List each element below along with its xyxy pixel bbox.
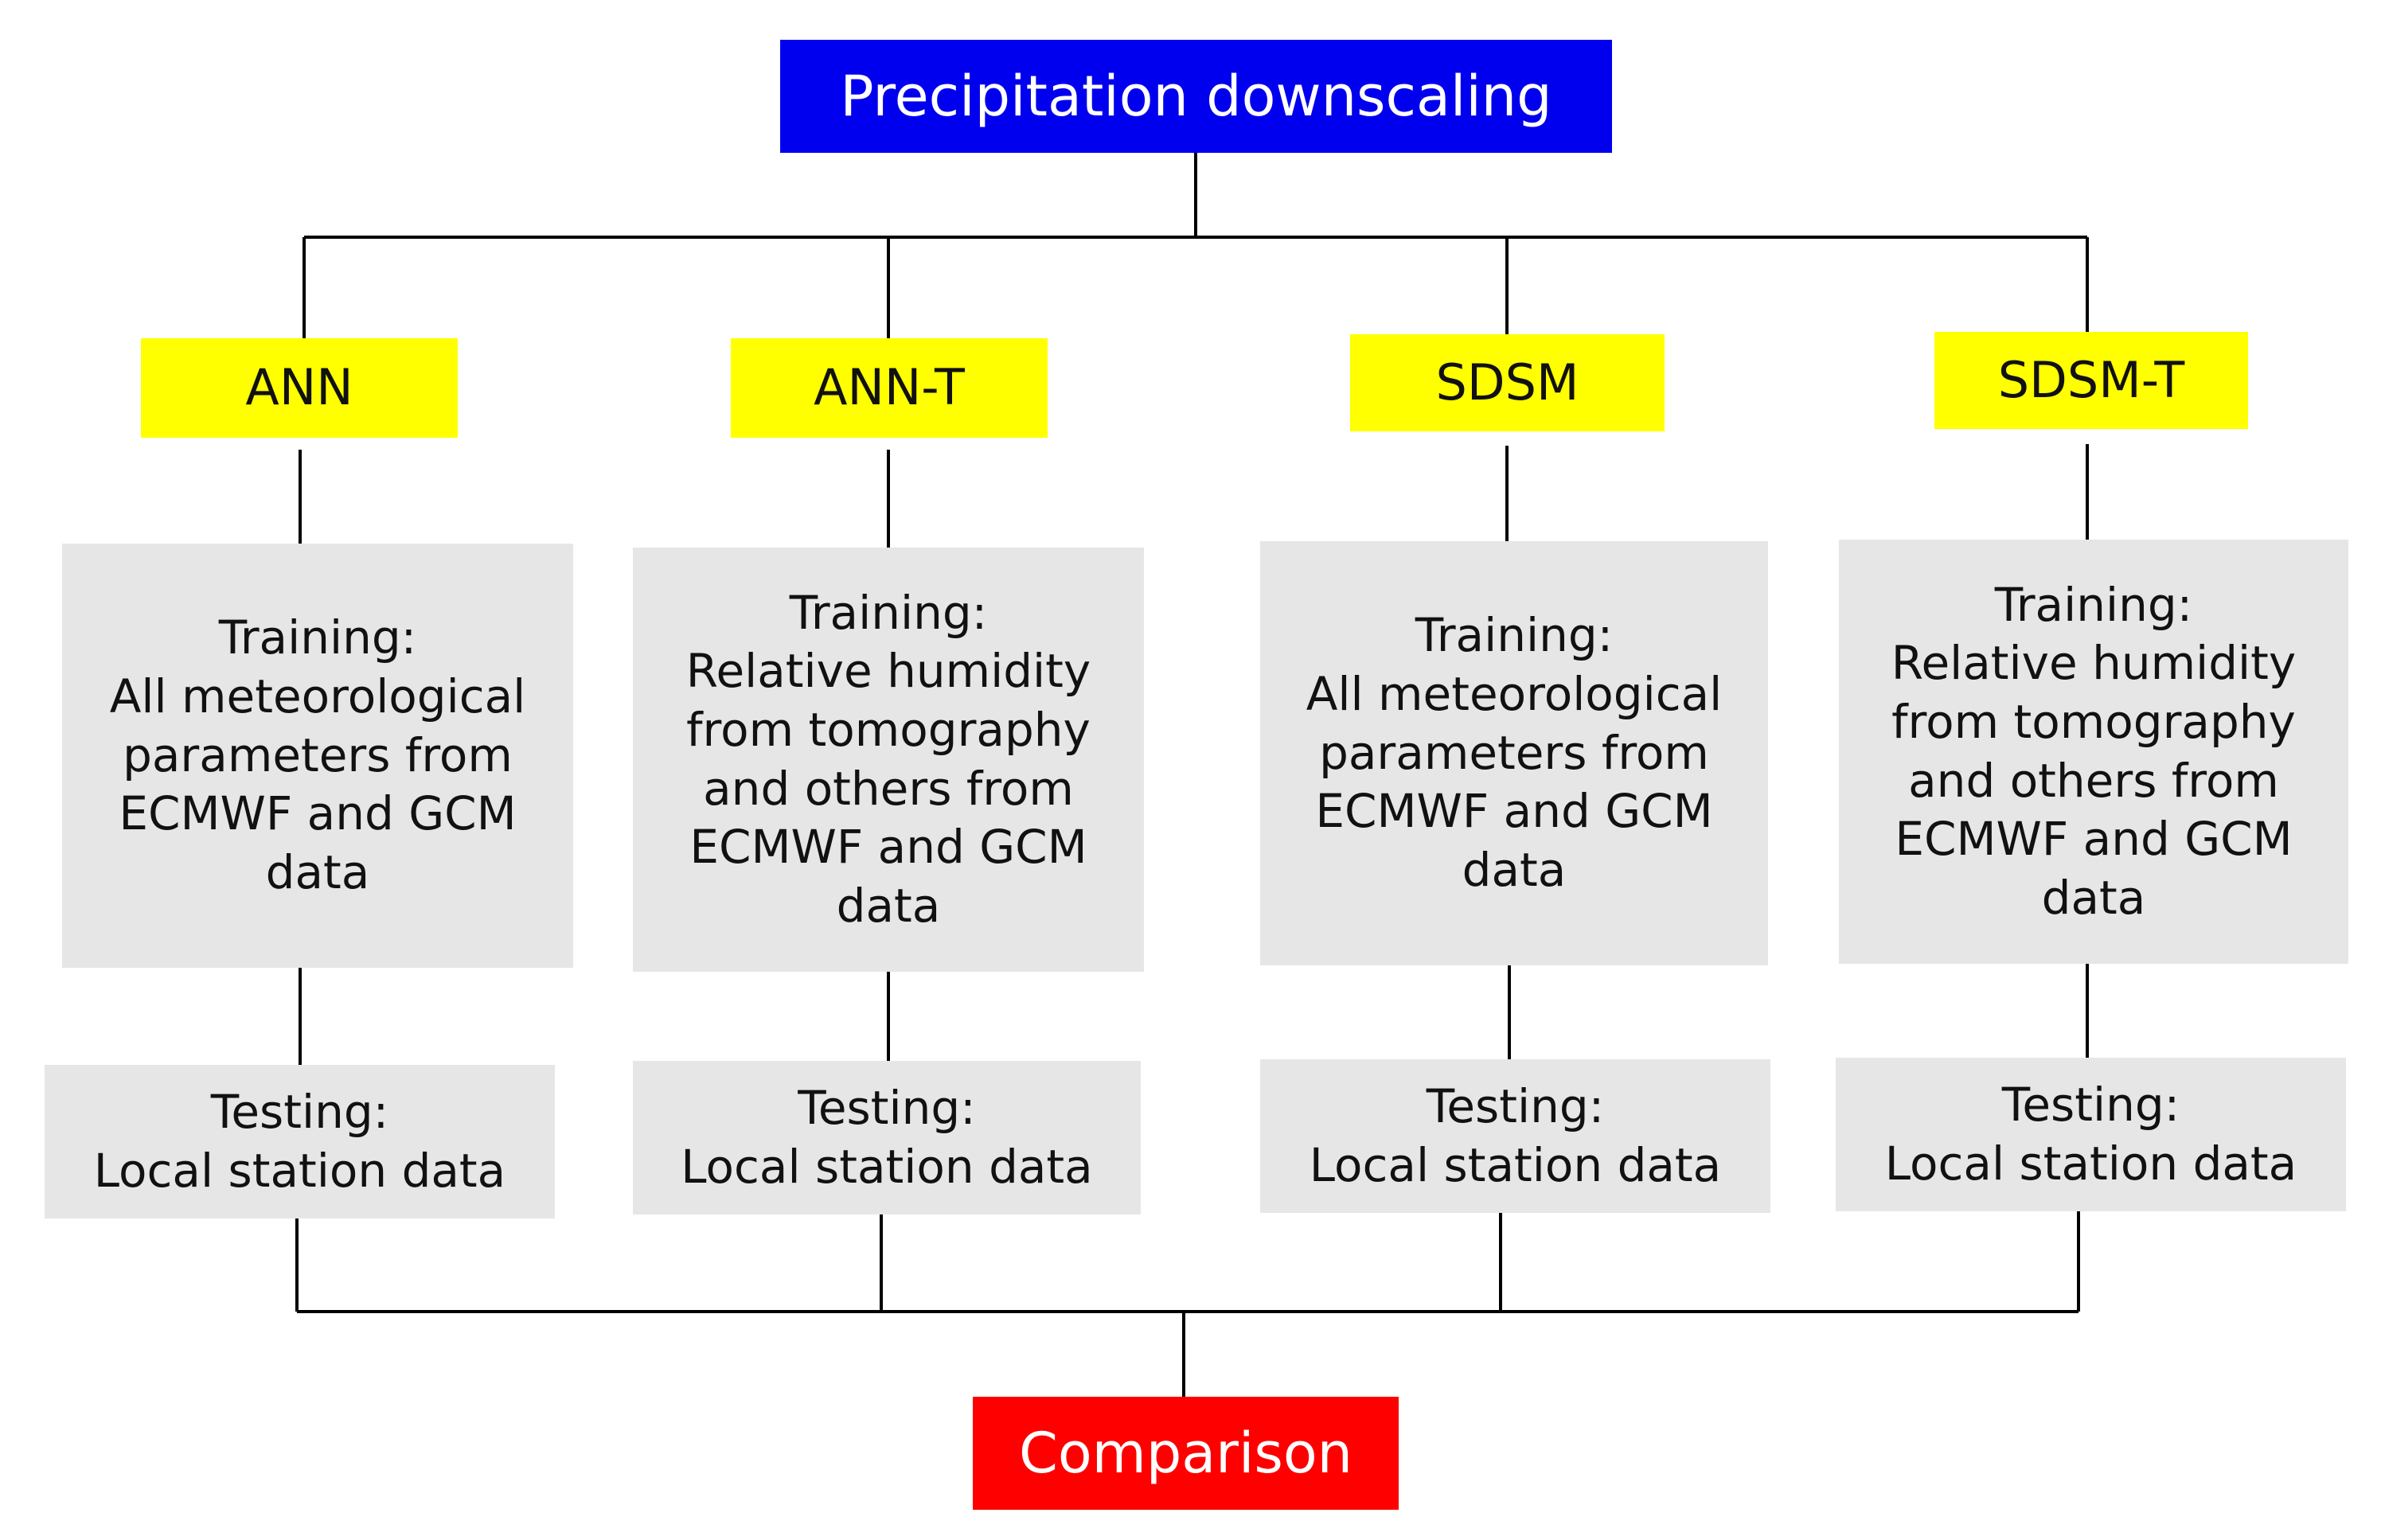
method-node-ann: ANN <box>141 338 458 438</box>
training-line: ECMWF and GCM <box>1895 812 2293 867</box>
testing-line: Testing: <box>798 1080 976 1135</box>
result-node: Comparison <box>973 1397 1399 1510</box>
training-line: from tomography <box>686 702 1091 757</box>
training-node-ann: Training: All meteorological parameters … <box>62 544 573 968</box>
root-node: Precipitation downscaling <box>780 40 1612 153</box>
result-label: Comparison <box>1018 1420 1353 1486</box>
training-node-ann-t: Training: Relative humidity from tomogra… <box>633 548 1144 972</box>
method-node-sdsm-t: SDSM-T <box>1934 332 2248 429</box>
training-line: data <box>265 844 370 899</box>
training-line: Relative humidity <box>685 644 1091 699</box>
training-line: data <box>836 878 941 933</box>
training-line: ECMWF and GCM <box>689 820 1087 875</box>
training-line: ECMWF and GCM <box>1315 784 1713 839</box>
training-line: All meteorological <box>1306 667 1723 722</box>
testing-line: Local station data <box>93 1143 506 1198</box>
testing-node-ann: Testing: Local station data <box>45 1065 555 1218</box>
training-line: Training: <box>789 585 988 640</box>
method-label: SDSM-T <box>1997 350 2185 409</box>
method-node-ann-t: ANN-T <box>731 338 1048 438</box>
training-line: Training: <box>1994 577 2193 632</box>
training-line: and others from <box>703 761 1074 816</box>
training-line: parameters from <box>1319 725 1709 780</box>
method-label: SDSM <box>1435 353 1579 411</box>
testing-line: Local station data <box>1884 1136 2297 1191</box>
method-label: ANN-T <box>814 358 965 417</box>
training-line: from tomography <box>1891 694 2296 749</box>
training-line: ECMWF and GCM <box>119 786 517 841</box>
testing-line: Local station data <box>681 1139 1093 1194</box>
method-node-sdsm: SDSM <box>1350 334 1665 431</box>
training-node-sdsm-t: Training: Relative humidity from tomogra… <box>1839 540 2348 964</box>
testing-line: Testing: <box>210 1084 389 1139</box>
training-line: Training: <box>218 610 417 665</box>
testing-node-sdsm: Testing: Local station data <box>1260 1059 1770 1213</box>
training-line: Training: <box>1415 608 1614 663</box>
root-label: Precipitation downscaling <box>840 63 1552 129</box>
training-node-sdsm: Training: All meteorological parameters … <box>1260 541 1768 965</box>
testing-node-ann-t: Testing: Local station data <box>633 1061 1141 1214</box>
training-line: and others from <box>1908 753 2279 808</box>
training-line: Relative humidity <box>1891 636 2297 691</box>
training-line: parameters from <box>123 727 513 782</box>
training-line: All meteorological <box>109 669 526 724</box>
testing-node-sdsm-t: Testing: Local station data <box>1836 1058 2346 1211</box>
testing-line: Testing: <box>1426 1078 1605 1133</box>
testing-line: Testing: <box>2001 1077 2180 1132</box>
testing-line: Local station data <box>1309 1137 1722 1192</box>
training-line: data <box>2041 870 2146 925</box>
method-label: ANN <box>245 358 353 417</box>
training-line: data <box>1462 842 1567 897</box>
